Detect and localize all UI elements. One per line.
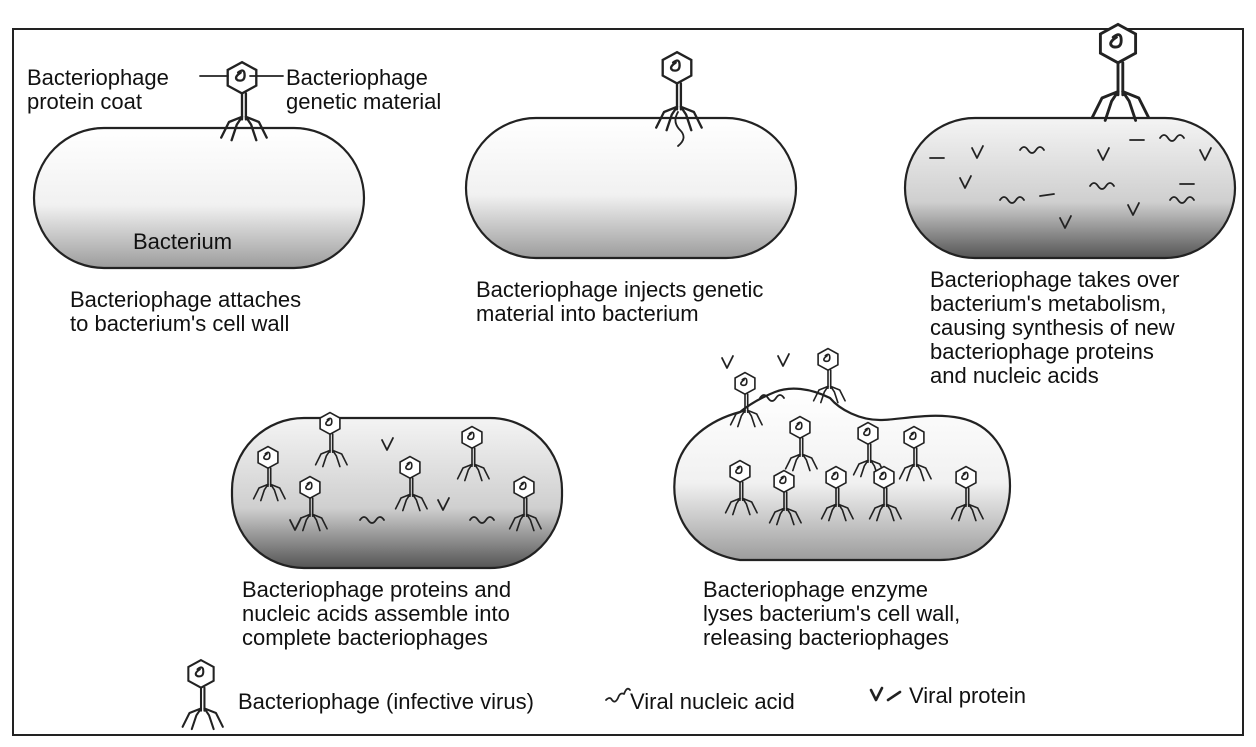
nucleic-acid-legend-icon: [606, 689, 630, 702]
legend-protein-label: Viral protein: [909, 684, 1026, 708]
bacteriophage-legend-icon: [183, 660, 223, 729]
protein-coat-label: Bacteriophage protein coat: [27, 66, 169, 114]
step2-caption: Bacteriophage injects genetic material i…: [476, 278, 763, 326]
step1-caption: Bacteriophage attaches to bacterium's ce…: [70, 288, 301, 336]
legend-nucleic-acid-label: Viral nucleic acid: [630, 690, 795, 714]
step3-illustration: [905, 24, 1235, 258]
bacterium-cell-3: [905, 118, 1235, 258]
bacterium-cell-2: [466, 118, 796, 258]
step3-caption: Bacteriophage takes over bacterium's met…: [930, 268, 1180, 388]
step4-illustration: [232, 413, 562, 568]
genetic-material-label: Bacteriophage genetic material: [286, 66, 441, 114]
protein-legend-icon: [871, 688, 900, 700]
step5-caption: Bacteriophage enzyme lyses bacterium's c…: [703, 578, 960, 650]
step2-illustration: [466, 52, 796, 258]
empty-phage-coat: [1092, 24, 1148, 120]
step4-caption: Bacteriophage proteins and nucleic acids…: [242, 578, 511, 650]
bacterium-label: Bacterium: [133, 230, 232, 254]
legend-bacteriophage-label: Bacteriophage (infective virus): [238, 690, 534, 714]
